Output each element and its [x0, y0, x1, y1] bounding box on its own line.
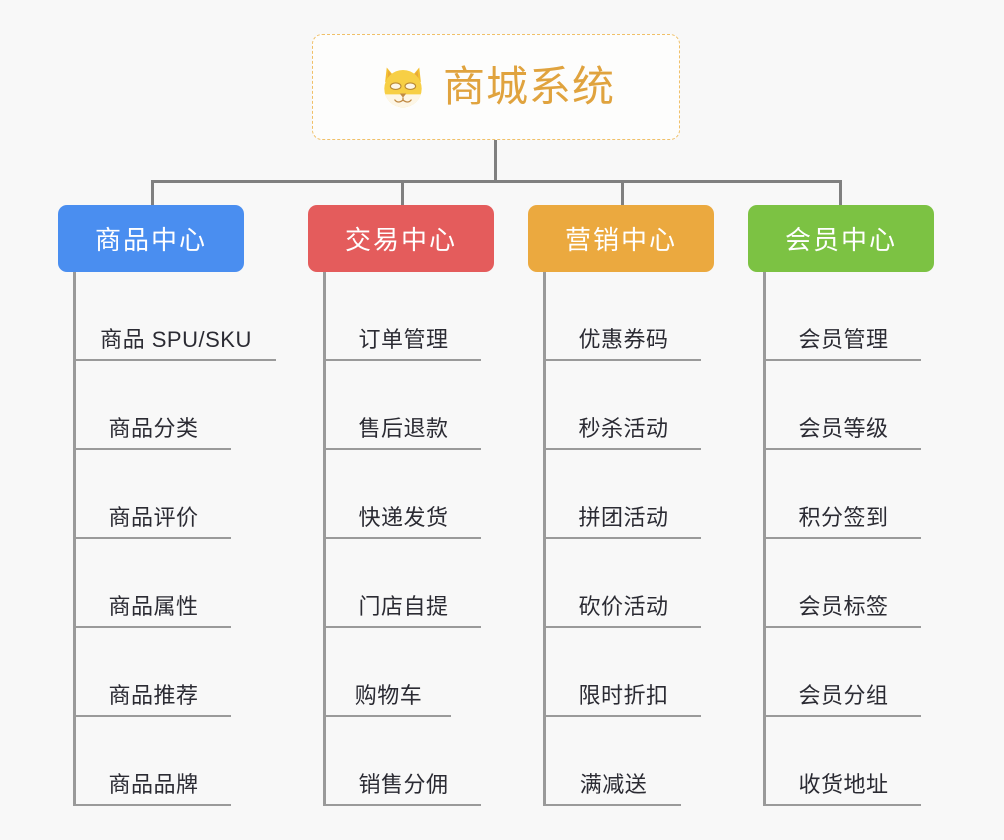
leaf-item[interactable]: 商品属性: [73, 539, 231, 628]
leaf-item[interactable]: 销售分佣: [323, 717, 481, 806]
leaf-item-label: 秒杀活动: [578, 415, 669, 441]
leaf-item-label: 订单管理: [358, 326, 449, 352]
category-column-2: 营销中心 优惠券码 秒杀活动 拼团活动 砍价活动 限时折扣 满减送: [528, 205, 714, 806]
leaf-item-label: 收货地址: [798, 771, 889, 797]
leaf-item[interactable]: 门店自提: [323, 539, 481, 628]
leaf-item[interactable]: 订单管理: [323, 272, 481, 361]
leaf-item-label: 商品品牌: [108, 771, 199, 797]
category-header-label: 交易中心: [344, 225, 457, 255]
leaf-item-label: 优惠券码: [578, 326, 669, 352]
leaf-item-label: 售后退款: [358, 415, 449, 441]
leaf-item[interactable]: 会员管理: [763, 272, 921, 361]
leaf-item[interactable]: 满减送: [543, 717, 681, 806]
leaf-item-label: 砍价活动: [578, 593, 669, 619]
category-header-0[interactable]: 商品中心: [58, 205, 244, 272]
leaf-item-label: 会员管理: [798, 326, 889, 352]
dog-face-icon: [377, 61, 429, 113]
leaf-item-label: 购物车: [354, 682, 423, 708]
leaf-item[interactable]: 会员标签: [763, 539, 921, 628]
leaf-item[interactable]: 商品品牌: [73, 717, 231, 806]
category-header-2[interactable]: 营销中心: [528, 205, 714, 272]
leaf-item[interactable]: 优惠券码: [543, 272, 701, 361]
leaf-item[interactable]: 售后退款: [323, 361, 481, 450]
leaf-item-label: 商品属性: [108, 593, 199, 619]
leaf-item-label: 满减送: [579, 771, 648, 797]
leaf-item-label: 会员等级: [798, 415, 889, 441]
leaf-item-label: 会员标签: [798, 593, 889, 619]
leaf-item-label: 会员分组: [798, 682, 889, 708]
category-column-3: 会员中心 会员管理 会员等级 积分签到 会员标签 会员分组 收货地址: [748, 205, 934, 806]
leaf-item-label: 限时折扣: [578, 682, 669, 708]
category-header-label: 会员中心: [784, 225, 897, 255]
connector-bus: [151, 180, 842, 183]
leaf-list-2: 优惠券码 秒杀活动 拼团活动 砍价活动 限时折扣 满减送: [528, 272, 701, 806]
leaf-item[interactable]: 商品分类: [73, 361, 231, 450]
leaf-item[interactable]: 收货地址: [763, 717, 921, 806]
leaf-item[interactable]: 秒杀活动: [543, 361, 701, 450]
leaf-item-label: 商品推荐: [108, 682, 199, 708]
leaf-list-1: 订单管理 售后退款 快递发货 门店自提 购物车 销售分佣: [308, 272, 481, 806]
leaf-item-label: 商品分类: [108, 415, 199, 441]
leaf-list-0: 商品 SPU/SKU 商品分类 商品评价 商品属性 商品推荐 商品品牌: [58, 272, 276, 806]
category-column-0: 商品中心 商品 SPU/SKU 商品分类 商品评价 商品属性 商品推荐 商品品牌: [58, 205, 276, 806]
leaf-item-label: 门店自提: [358, 593, 449, 619]
leaf-item-label: 积分签到: [798, 504, 889, 530]
category-header-1[interactable]: 交易中心: [308, 205, 494, 272]
page-title: 商城系统: [442, 63, 615, 110]
leaf-item-label: 商品 SPU/SKU: [100, 326, 252, 352]
leaf-item[interactable]: 快递发货: [323, 450, 481, 539]
connector-root-stem: [494, 140, 497, 182]
connector-drop-0: [151, 180, 154, 207]
leaf-item[interactable]: 商品 SPU/SKU: [73, 272, 276, 361]
leaf-item[interactable]: 砍价活动: [543, 539, 701, 628]
category-column-1: 交易中心 订单管理 售后退款 快递发货 门店自提 购物车 销售分佣: [308, 205, 494, 806]
root-node[interactable]: 商城系统: [312, 34, 680, 140]
category-header-label: 营销中心: [564, 225, 677, 255]
leaf-list-3: 会员管理 会员等级 积分签到 会员标签 会员分组 收货地址: [748, 272, 921, 806]
leaf-item[interactable]: 会员等级: [763, 361, 921, 450]
connector-drop-3: [839, 180, 842, 207]
leaf-item[interactable]: 拼团活动: [543, 450, 701, 539]
leaf-item[interactable]: 购物车: [323, 628, 451, 717]
leaf-item[interactable]: 积分签到: [763, 450, 921, 539]
category-header-3[interactable]: 会员中心: [748, 205, 934, 272]
category-header-label: 商品中心: [94, 225, 207, 255]
leaf-item[interactable]: 商品推荐: [73, 628, 231, 717]
leaf-item-label: 快递发货: [358, 504, 449, 530]
leaf-item-label: 拼团活动: [578, 504, 669, 530]
leaf-item[interactable]: 限时折扣: [543, 628, 701, 717]
leaf-item-label: 销售分佣: [358, 771, 449, 797]
connector-drop-1: [401, 180, 404, 207]
leaf-item[interactable]: 商品评价: [73, 450, 231, 539]
connector-drop-2: [621, 180, 624, 207]
leaf-item-label: 商品评价: [108, 504, 199, 530]
leaf-item[interactable]: 会员分组: [763, 628, 921, 717]
